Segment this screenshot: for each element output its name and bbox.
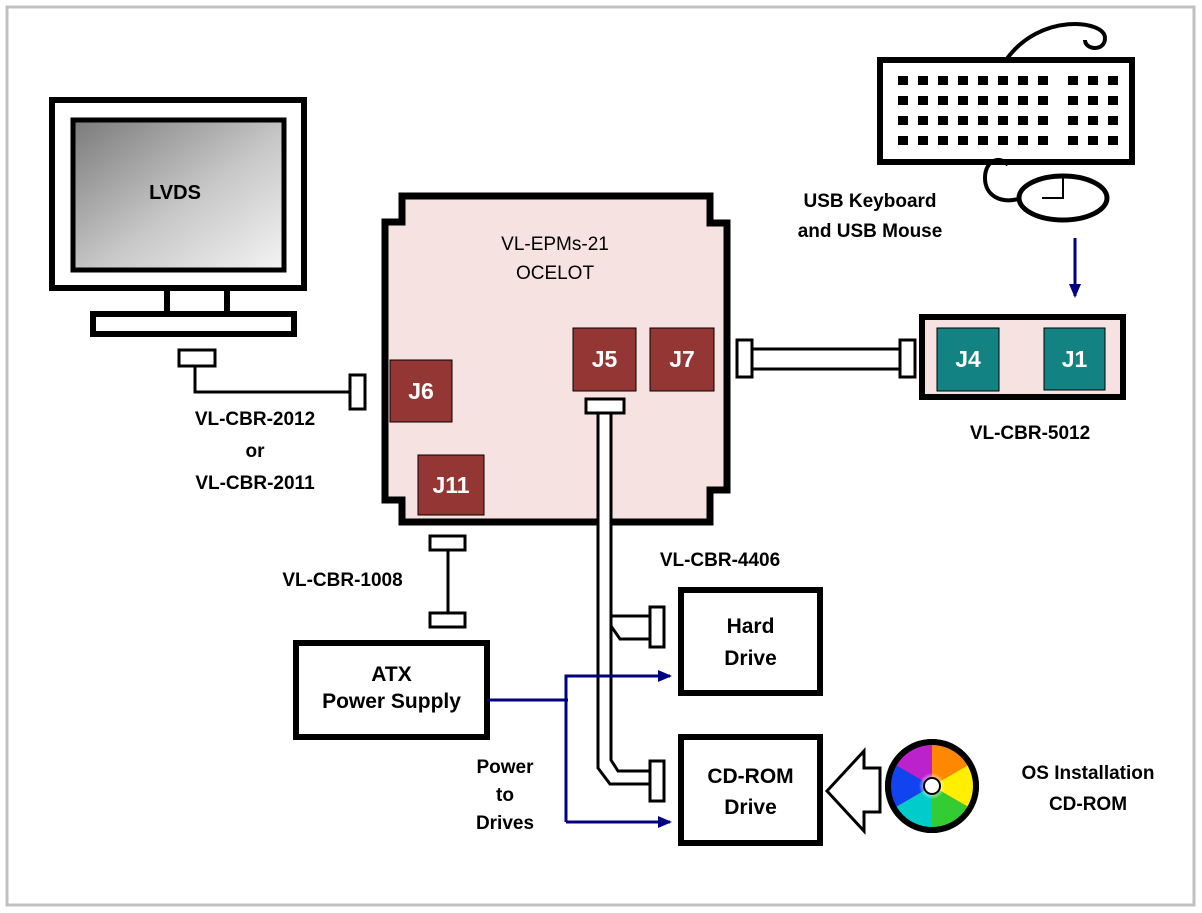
power-supply-box — [293, 640, 490, 740]
connector-j5 — [572, 327, 637, 392]
power-lines — [487, 670, 672, 828]
cdrom-drive-line2: Drive — [724, 796, 777, 819]
connector-j7 — [649, 327, 715, 392]
connector-j1-label: J1 — [1061, 345, 1088, 372]
usb-cable — [735, 338, 917, 379]
connector-j11-label: J11 — [432, 471, 470, 498]
hard-drive-box — [678, 587, 823, 696]
video-cable-line3: VL-CBR-2011 — [195, 473, 315, 494]
mouse-icon — [982, 157, 1110, 223]
board-outline — [381, 192, 731, 526]
connector-j7-label: J7 — [669, 346, 695, 372]
os-cd-line1: OS Installation — [1021, 763, 1155, 784]
keyboard-mouse-line2: and USB Mouse — [797, 221, 943, 242]
insert-arrow — [824, 747, 882, 835]
connector-j11 — [417, 454, 485, 516]
power-cable — [428, 534, 467, 629]
hard-drive-line1: Hard — [726, 615, 775, 638]
ide-cable-label: VL-CBR-4406 — [659, 550, 781, 571]
keyboard-mouse-line1: USB Keyboard — [803, 191, 937, 212]
power-to-drives-line2: to — [496, 785, 514, 806]
connector-j4-label: J4 — [955, 346, 981, 372]
cdrom-drive-box — [678, 734, 823, 846]
video-cable — [177, 348, 367, 411]
usb-cable-label: VL-CBR-5012 — [969, 423, 1091, 444]
os-cd-line2: CD-ROM — [1048, 794, 1128, 815]
connector-j6 — [389, 359, 453, 423]
cd-disc-icon — [885, 739, 979, 833]
video-cable-line2: or — [245, 441, 265, 462]
board-name-line2: OCELOT — [515, 263, 595, 284]
keyboard-icon — [877, 22, 1135, 165]
cdrom-drive-line1: CD-ROM — [707, 765, 794, 788]
video-cable-line1: VL-CBR-2012 — [194, 409, 316, 430]
power-supply-line1: ATX — [371, 663, 412, 686]
connector-j1 — [1043, 327, 1106, 391]
power-supply-line2: Power Supply — [322, 690, 461, 713]
power-cable-label: VL-CBR-1008 — [282, 570, 403, 591]
connector-j4 — [936, 327, 1000, 392]
connector-j5-label: J5 — [591, 346, 618, 372]
connector-j6-label: J6 — [408, 377, 434, 404]
power-to-drives-line3: Drives — [475, 813, 535, 834]
monitor-icon — [49, 97, 307, 337]
power-to-drives-line1: Power — [476, 757, 534, 778]
board-name-line1: VL-EPMs-21 — [501, 234, 609, 255]
hard-drive-line2: Drive — [724, 647, 777, 670]
ide-cable — [584, 397, 666, 803]
monitor-label: LVDS — [149, 182, 201, 204]
